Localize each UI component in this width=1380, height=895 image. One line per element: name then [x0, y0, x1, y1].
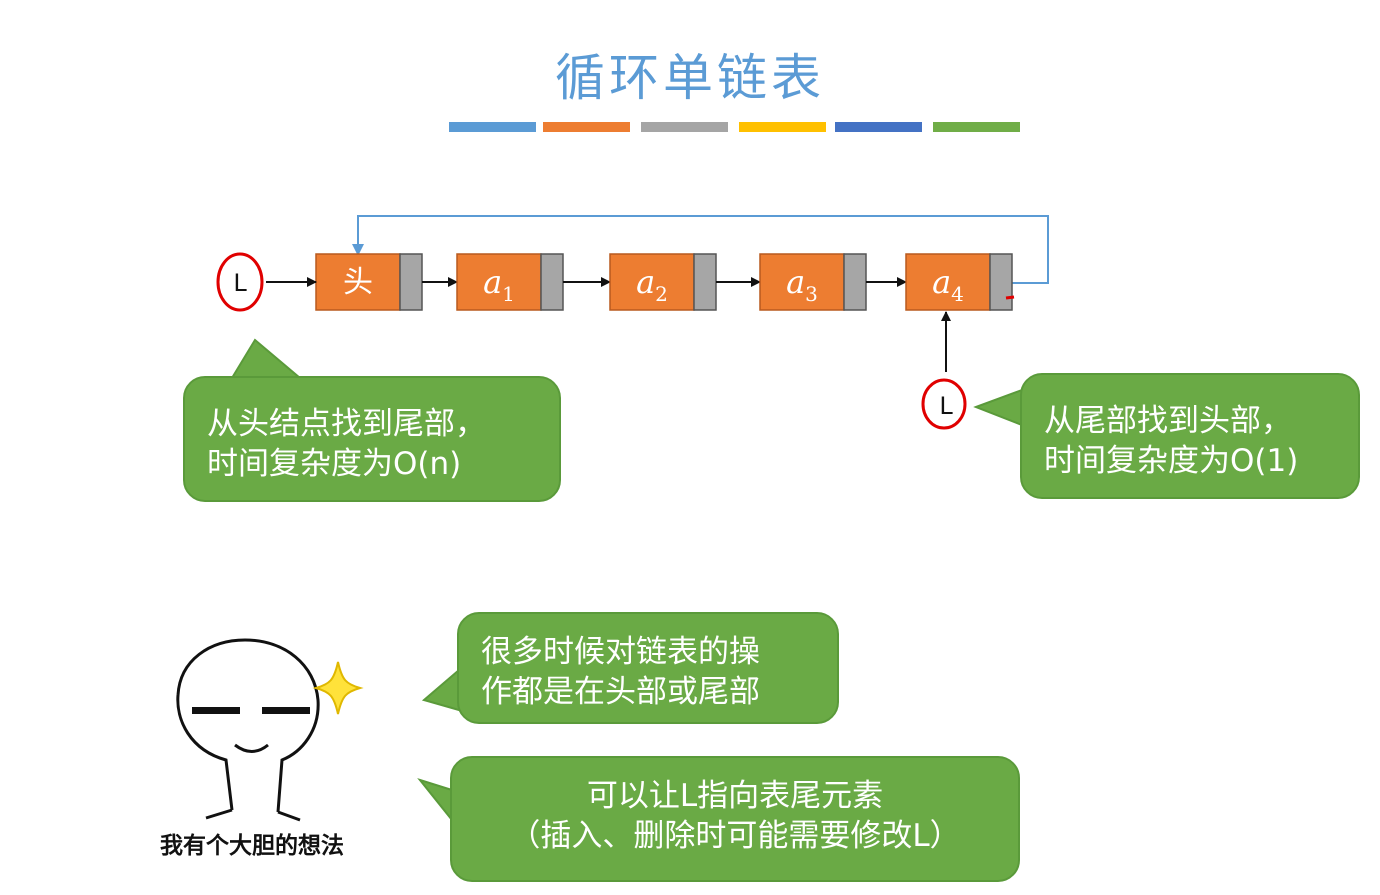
color-bar-segment [835, 122, 922, 132]
node-data-field [905, 253, 991, 311]
bubble-left-line1: 从头结点找到尾部， [207, 406, 486, 442]
page-title: 循环单链表 [555, 49, 825, 107]
list-node: a1 [456, 253, 564, 311]
node-pointer-field [540, 253, 564, 311]
list-nodes: 头 a1 a2 a3 a4 [315, 253, 1013, 311]
tail-pointer: L [921, 311, 967, 430]
node-subscript: 2 [655, 282, 668, 306]
sparkle-icon [312, 661, 364, 715]
list-node: a3 [759, 253, 867, 311]
tail-pointer-marker [921, 378, 967, 430]
color-bar-segment [449, 122, 536, 132]
loop-back-arrow [352, 215, 1049, 284]
bubble-top-line2: 作都是在头部或尾部 [481, 674, 760, 710]
bubble-right-line1: 从尾部找到头部， [1044, 403, 1292, 439]
color-bar-segment [933, 122, 1020, 132]
bubble-head-to-tail: 从头结点找到尾部， 时间复杂度为O(n) [183, 376, 561, 502]
bubble-tail-pointer-idea: 可以让L指向表尾元素 （插入、删除时可能需要修改L） [450, 756, 1020, 882]
bubble-left-line2: 时间复杂度为O(n) [207, 446, 462, 482]
node-subscript: 4 [951, 282, 964, 306]
bubble-left-tail [230, 338, 303, 379]
color-bar-segment [543, 122, 630, 132]
bubble-right-line2: 时间复杂度为O(1) [1044, 443, 1299, 479]
bubble-top-line1: 很多时候对链表的操 [481, 634, 760, 670]
color-bar-segment [641, 122, 728, 132]
bubble-right-tail [973, 388, 1023, 427]
list-node: a2 [609, 253, 717, 311]
node-label: 头 [343, 265, 373, 300]
bubble-top-tail [421, 667, 460, 712]
color-bar [449, 122, 1020, 132]
head-pointer-marker [216, 252, 264, 312]
bubble-bottom-tail [417, 778, 453, 823]
node-subscript: 3 [805, 282, 818, 306]
bubble-bottom-line2: （插入、删除时可能需要修改L） [509, 818, 961, 854]
node-data-field [759, 253, 845, 311]
node-pointer-field [399, 253, 423, 311]
node-subscript: 1 [502, 282, 515, 306]
head-pointer-label: L [233, 269, 247, 297]
bubble-tail-to-head: 从尾部找到头部， 时间复杂度为O(1) [1020, 373, 1360, 499]
head-pointer: L [216, 252, 317, 312]
list-node: 头 [315, 253, 423, 311]
bubble-operations-note: 很多时候对链表的操 作都是在头部或尾部 [457, 612, 839, 724]
meme-caption: 我有个大胆的想法 [160, 833, 344, 859]
node-data-field [456, 253, 542, 311]
node-pointer-field [693, 253, 717, 311]
meme-face-illustration [176, 638, 364, 822]
node-pointer-field [989, 253, 1013, 311]
node-data-field [609, 253, 695, 311]
color-bar-segment [739, 122, 826, 132]
node-data-field [315, 253, 401, 311]
bubble-bottom-line1: 可以让L指向表尾元素 [586, 778, 884, 814]
tail-pointer-label: L [939, 392, 953, 420]
list-node: a4 [905, 253, 1013, 311]
node-pointer-field [843, 253, 867, 311]
tail-pointer-mark [1005, 295, 1015, 300]
